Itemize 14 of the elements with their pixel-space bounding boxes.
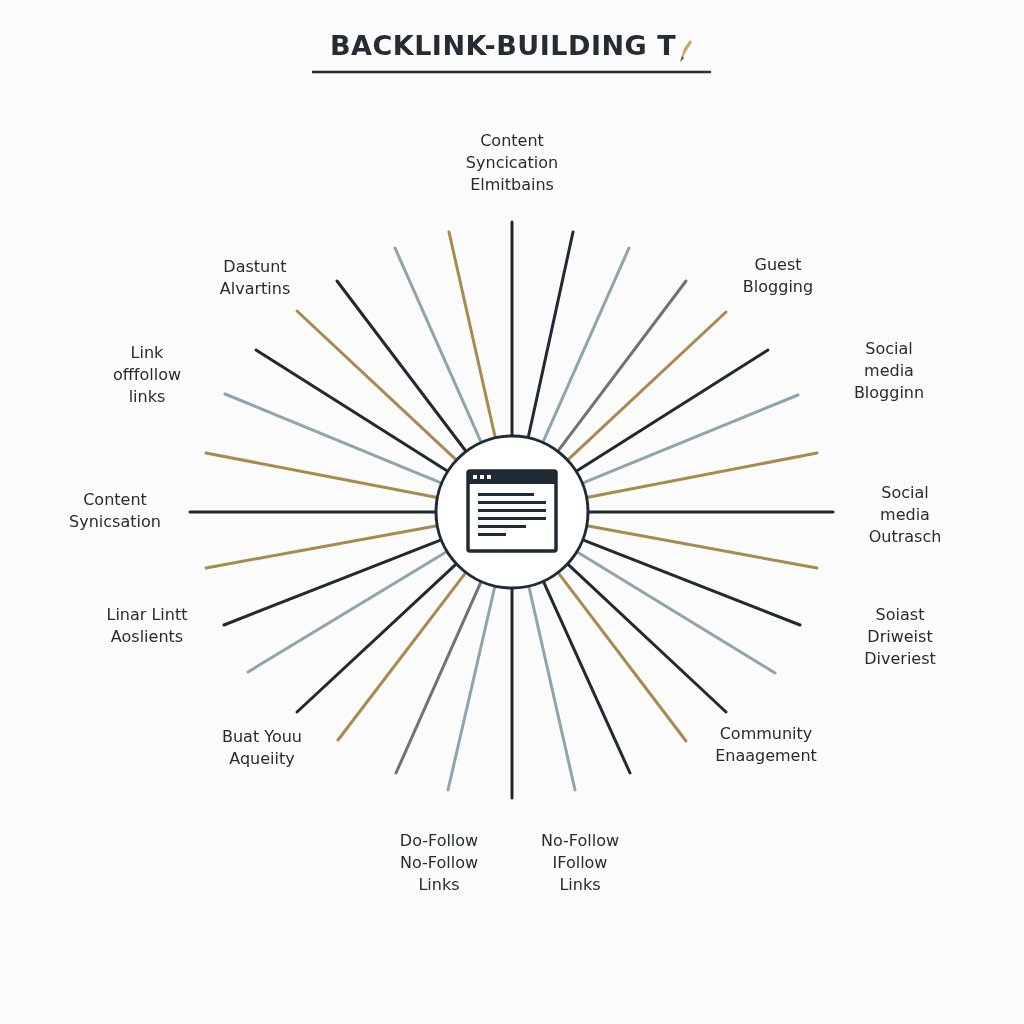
spoke-label: No-Follow IFollow Links [540,830,620,896]
spoke-label: Do-Follow No-Follow Links [398,830,480,896]
spoke-label: Buat Youu Aqueiity [221,726,303,770]
spoke-label: Community Enaagement [714,723,818,767]
spoke-label: Social media Outrasch [867,482,943,548]
spoke-label: Link offfollow links [112,342,182,408]
spoke-label: Content Synicsation [68,489,162,533]
title: BACKLINK-BUILDING T [329,30,677,61]
spoke-label: Content Syncication Elmitbains [464,130,560,196]
spoke-label: Soiast Driweist Diveriest [863,604,937,670]
spoke-label: Social media Blogginn [852,338,926,404]
spoke-label: Dastunt Alvartins [218,256,292,300]
spoke-label: Guest Blogging [741,254,815,298]
spoke-label: Linar Lintt Aoslients [105,604,189,648]
